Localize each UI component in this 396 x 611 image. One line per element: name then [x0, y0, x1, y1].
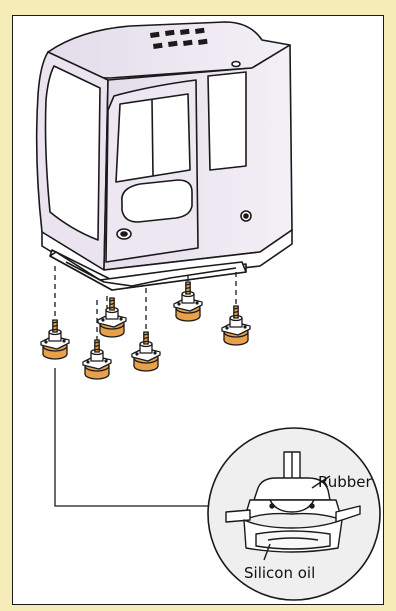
- operator-cab: [35, 21, 293, 285]
- rubber-mount: [82, 339, 112, 380]
- silicon-oil-leader: [263, 543, 271, 561]
- rear-side-window: [207, 71, 247, 171]
- rubber-mount: [221, 305, 251, 346]
- silicon-oil-chamber: [255, 530, 331, 550]
- rubber-mount: [97, 297, 127, 338]
- base-plate: [49, 249, 247, 291]
- mount-cross-section-detail: Rubber Silicon oil: [207, 427, 381, 601]
- mount-flange-left: [225, 509, 251, 523]
- rubber-mount: [40, 319, 70, 360]
- mount-flange-right: [335, 505, 361, 523]
- roof-bolt: [231, 60, 241, 68]
- door-lock: [120, 231, 128, 237]
- front-windshield: [44, 65, 101, 241]
- rubber-mounts: [40, 281, 251, 380]
- mount-upper-cap: [253, 477, 331, 501]
- door-window-divider: [151, 99, 154, 177]
- detail-leader-line: [54, 368, 214, 507]
- silicon-oil-label: Silicon oil: [244, 564, 315, 582]
- rubber-mount: [173, 281, 203, 322]
- roof-vent-slots: [150, 27, 208, 49]
- door-lower-window: [121, 179, 193, 223]
- rubber-label: Rubber: [318, 473, 373, 491]
- rubber-mount: [131, 331, 161, 372]
- rubber-leader: [311, 475, 331, 489]
